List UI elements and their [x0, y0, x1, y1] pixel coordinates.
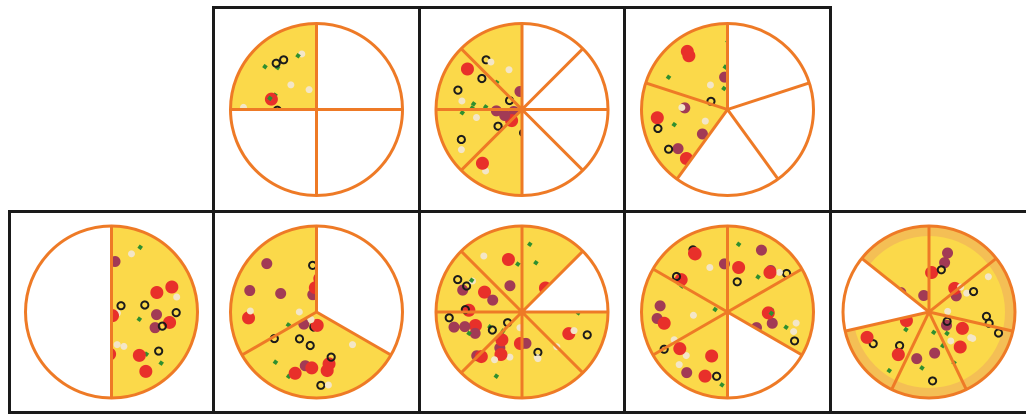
- cell-bottom-5: [829, 210, 1026, 414]
- tomato: [688, 247, 701, 260]
- pizza-bottom-1: [11, 213, 212, 411]
- cell-bottom-4: [623, 210, 832, 414]
- pepperoni: [244, 285, 255, 296]
- tomato: [289, 367, 302, 380]
- pepperoni: [756, 245, 767, 256]
- mushroom: [702, 118, 709, 125]
- mushroom: [678, 104, 685, 111]
- tomato: [705, 349, 718, 362]
- tomato: [954, 341, 967, 354]
- mushroom: [491, 356, 498, 363]
- mushroom: [706, 264, 713, 271]
- pizza-bottom-3: [421, 213, 623, 411]
- pepperoni: [275, 288, 286, 299]
- cell-top-1: [212, 6, 421, 213]
- tomato: [461, 63, 474, 76]
- tomato: [651, 111, 664, 124]
- tomato: [133, 349, 146, 362]
- mushroom: [969, 335, 976, 342]
- mushroom: [128, 250, 135, 257]
- tomato: [321, 364, 334, 377]
- mushroom: [296, 308, 303, 315]
- tomato: [150, 286, 163, 299]
- mushroom: [534, 355, 541, 362]
- pepperoni: [673, 143, 684, 154]
- tomato: [682, 49, 695, 62]
- mushroom: [349, 341, 356, 348]
- mushroom: [947, 337, 954, 344]
- tomato: [699, 370, 712, 383]
- tomato: [956, 322, 969, 335]
- mushroom: [985, 273, 992, 280]
- mushroom: [287, 81, 294, 88]
- pepperoni: [504, 280, 515, 291]
- mushroom: [690, 312, 697, 319]
- tomato: [139, 365, 152, 378]
- pepperoni: [151, 309, 162, 320]
- mushroom: [458, 146, 465, 153]
- pepperoni: [487, 295, 498, 306]
- pepperoni: [459, 321, 470, 332]
- tomato: [892, 348, 905, 361]
- tomato: [763, 266, 776, 279]
- cell-bottom-3: [418, 210, 626, 414]
- mushroom: [676, 361, 683, 368]
- mushroom: [790, 328, 797, 335]
- cell-top-2: [418, 6, 626, 213]
- mushroom: [173, 294, 180, 301]
- tomato: [165, 280, 178, 293]
- pizza-top-2: [421, 9, 623, 210]
- mushroom: [473, 114, 480, 121]
- mushroom: [325, 381, 332, 388]
- pepperoni: [929, 348, 940, 359]
- tomato: [673, 342, 686, 355]
- pepperoni: [911, 353, 922, 364]
- tomato: [476, 157, 489, 170]
- pepperoni: [681, 367, 692, 378]
- tomato: [502, 253, 515, 266]
- pepperoni: [261, 258, 272, 269]
- mushroom: [480, 253, 487, 260]
- tomato: [861, 331, 874, 344]
- mushroom: [487, 59, 494, 66]
- mushroom: [114, 341, 121, 348]
- tomato: [732, 261, 745, 274]
- mushroom: [247, 308, 254, 315]
- cell-bottom-2: [212, 210, 421, 414]
- tomato: [658, 317, 671, 330]
- mushroom: [306, 86, 313, 93]
- mushroom: [506, 66, 513, 73]
- cell-bottom-1: [8, 210, 215, 414]
- mushroom: [776, 269, 783, 276]
- pizza-top-1: [215, 9, 418, 210]
- mushroom: [944, 308, 951, 315]
- tomato: [925, 266, 938, 279]
- pepperoni: [655, 300, 666, 311]
- mushroom: [458, 97, 465, 104]
- cell-top-3: [623, 6, 832, 213]
- pizza-bottom-5: [832, 213, 1026, 411]
- pepperoni: [942, 248, 953, 259]
- pizza-bottom-2: [215, 213, 418, 411]
- mushroom: [571, 327, 578, 334]
- tomato: [305, 361, 318, 374]
- mushroom: [707, 81, 714, 88]
- pepperoni: [449, 322, 460, 333]
- mushroom: [120, 343, 127, 350]
- pizza-bottom-4: [626, 213, 829, 411]
- pizza-top-3: [626, 9, 829, 210]
- mushroom: [793, 320, 800, 327]
